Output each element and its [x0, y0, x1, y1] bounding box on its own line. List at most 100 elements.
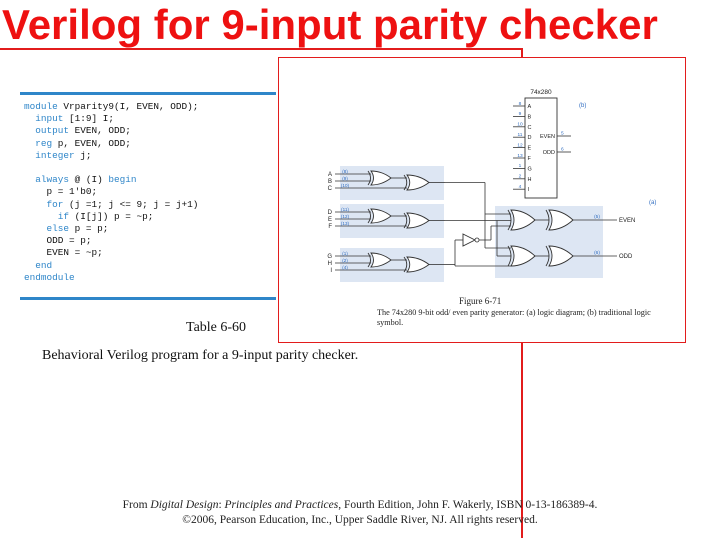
input-name: C [328, 186, 333, 192]
chip-74x280 [524, 97, 558, 199]
xor-input-curve [367, 252, 371, 268]
code-text: p = 1'b0; [24, 186, 98, 198]
output-name: ODD [619, 254, 633, 260]
chip-pin-name: I [528, 187, 530, 193]
verilog-code-panel: module Vrparity9(I, EVEN, ODD); input [1… [20, 92, 276, 300]
code-text: @ (I) [69, 174, 109, 186]
chip-output-number: 6 [561, 147, 564, 153]
chip-output-number: 5 [561, 131, 564, 137]
input-name: H [328, 261, 332, 267]
code-keyword: if [57, 210, 70, 222]
xor-gate [370, 208, 392, 224]
code-text: EVEN = ~p; [24, 247, 103, 259]
xor-gate [510, 245, 536, 267]
xor-input-curve [507, 245, 512, 267]
input-name: E [328, 217, 332, 223]
code-line: reg p, EVEN, ODD; [24, 138, 131, 149]
credit-details: , Fourth Edition, John F. Wakerly, ISBN … [338, 499, 598, 511]
code-text [24, 150, 35, 161]
credit-book-title: Digital Design [150, 499, 219, 511]
code-text [24, 223, 47, 234]
label-a: (a) [649, 200, 656, 206]
inverter [462, 233, 477, 247]
xor-gate [406, 256, 430, 273]
chip-pin-number: 12 [517, 142, 523, 148]
chip-pin-number: 8 [519, 101, 522, 107]
verilog-code: module Vrparity9(I, EVEN, ODD); input [1… [24, 101, 198, 284]
figure-caption-title: Figure 6-71 [459, 296, 502, 306]
code-text: (j =1; j <= 9; j = j+1) [63, 198, 199, 210]
input-name: F [328, 224, 332, 230]
code-keyword: for [46, 198, 64, 210]
source-credit: From Digital Design: Principles and Prac… [0, 498, 720, 528]
code-text: Vrparity9(I, EVEN, ODD); [57, 101, 199, 112]
credit-separator: : [218, 499, 225, 511]
input-pin-number: (9) [342, 176, 348, 181]
chip-pin-number: 4 [519, 184, 522, 190]
output-name: EVEN [619, 218, 635, 224]
label-b: (b) [579, 103, 586, 109]
code-keyword: begin [108, 174, 137, 186]
input-pin-number: (2) [342, 258, 348, 263]
input-name: G [327, 254, 332, 260]
xor-gate [548, 245, 574, 267]
xor-input-curve [403, 174, 408, 191]
code-line: module Vrparity9(I, EVEN, ODD); [24, 101, 198, 112]
code-line: EVEN = ~p; [24, 247, 103, 258]
chip-pin-name: D [528, 135, 532, 141]
output-pin-number: (5) [594, 214, 600, 220]
input-name: A [328, 172, 332, 178]
code-line: for (j =1; j <= 9; j = j+1) [24, 198, 199, 210]
table-description: Behavioral Verilog program for a 9-input… [42, 348, 359, 363]
chip-output-name: EVEN [540, 134, 555, 140]
chip-pin-number: 11 [518, 132, 523, 138]
input-pin-number: (13) [341, 221, 350, 226]
code-keyword: input [35, 113, 64, 125]
input-name: D [328, 210, 333, 216]
code-text [24, 138, 35, 149]
code-line: ODD = p; [24, 235, 92, 246]
chip-pin-number: 13 [517, 153, 523, 159]
credit-book-subtitle: Principles and Practices [224, 499, 339, 511]
code-text: ODD = p; [24, 235, 92, 247]
chip-pin-name: C [528, 125, 532, 131]
xor-gate [510, 209, 536, 231]
input-pin-number: (1) [342, 251, 348, 256]
xor-input-curve [403, 256, 408, 273]
xor-gate [370, 252, 392, 268]
code-line: if (I[j]) p = ~p; [24, 210, 154, 222]
chip-pin-number: 10 [517, 122, 523, 128]
chip-pin-number: 2 [519, 174, 522, 180]
code-keyword: always [35, 174, 70, 186]
code-line: endmodule [24, 272, 75, 283]
code-line: else p = p; [24, 223, 109, 235]
title-underline [0, 48, 522, 50]
chip-name: 74x280 [530, 89, 552, 96]
code-text: [1:9] I; [63, 113, 115, 125]
code-text: (I[j]) p = ~p; [69, 210, 154, 222]
code-keyword: end [35, 259, 53, 271]
chip-pin-name: H [528, 177, 532, 183]
credit-prefix: From [122, 499, 151, 511]
chip-pin-name: B [528, 114, 532, 120]
inverter-bubble [474, 237, 480, 243]
code-text [24, 260, 35, 271]
code-text [24, 199, 47, 210]
code-keyword: else [46, 223, 70, 235]
xor-input-curve [367, 170, 371, 186]
xor-input-curve [403, 212, 408, 229]
input-pin-number: (10) [341, 183, 350, 188]
chip-pin-name: A [528, 104, 532, 110]
input-pin-number: (11) [341, 207, 349, 212]
xor-gate [406, 212, 430, 229]
code-keyword: module [24, 101, 58, 112]
xor-input-curve [507, 209, 512, 231]
chip-pin-name: E [528, 146, 532, 152]
code-keyword: endmodule [24, 271, 75, 283]
code-text: p = p; [69, 223, 109, 235]
code-text [24, 113, 35, 124]
slide-title: Verilog for 9-input parity checker [2, 1, 658, 48]
input-name: I [330, 268, 332, 274]
chip-pin-name: F [528, 156, 532, 162]
